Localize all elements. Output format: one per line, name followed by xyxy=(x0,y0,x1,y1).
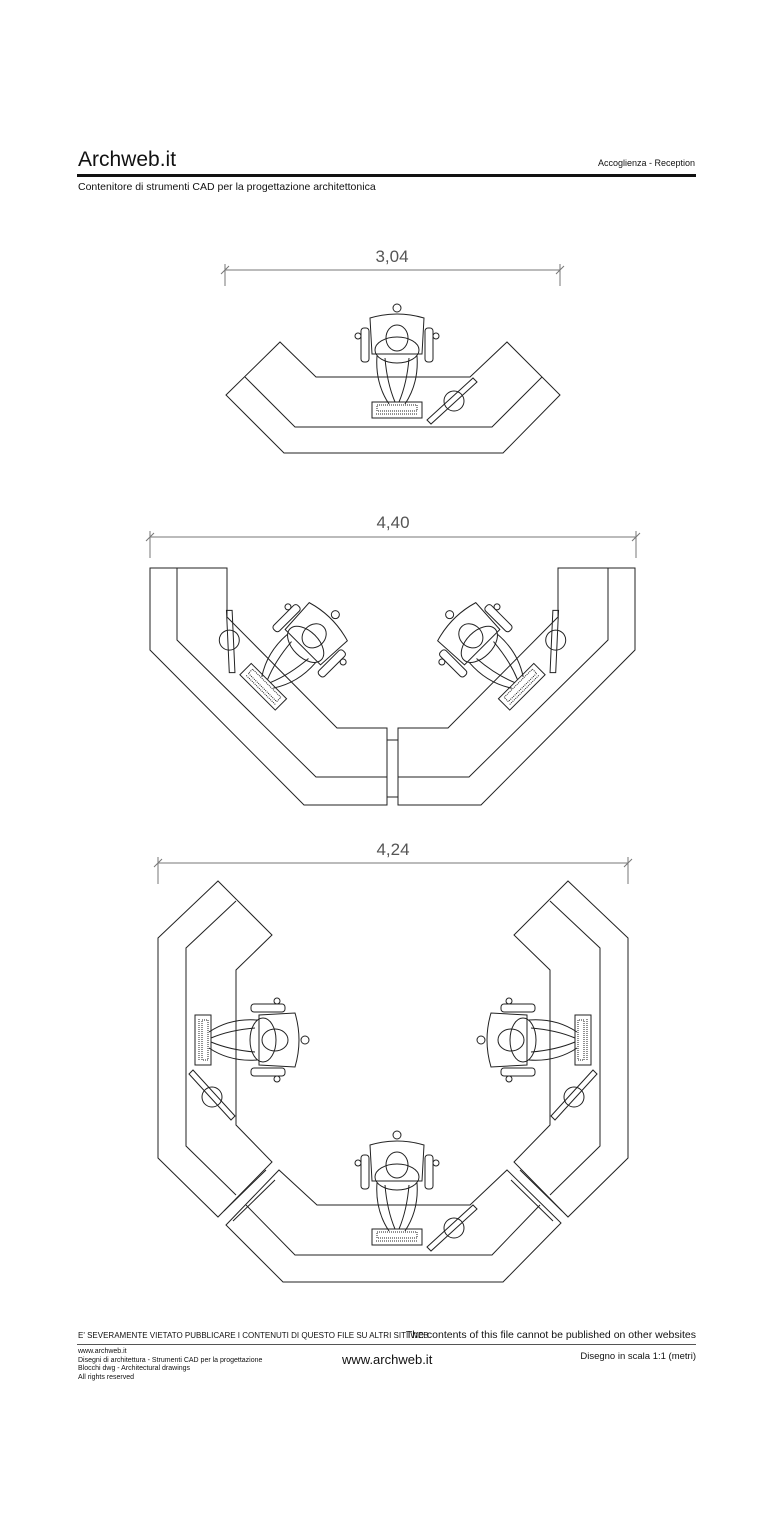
drawing-1: 3,04 xyxy=(220,247,565,454)
desk-right xyxy=(513,880,629,1218)
workstation-person xyxy=(354,1130,478,1252)
desk xyxy=(225,341,561,454)
footer-info-line: All rights reserved xyxy=(78,1373,135,1381)
section-title: Accoglienza - Reception xyxy=(597,158,695,168)
footer-info-line: Blocchi dwg - Architectural drawings xyxy=(78,1365,191,1372)
dimension-line xyxy=(153,857,633,884)
desk-inner-edge xyxy=(176,568,387,778)
workstation-person xyxy=(196,554,369,727)
footer-divider xyxy=(77,1344,696,1345)
desk-inner-edge xyxy=(398,568,609,778)
drawing-2: 4,40 xyxy=(145,513,641,806)
header-divider xyxy=(77,174,696,177)
footer-info-line[interactable]: www.archweb.it xyxy=(78,1348,127,1355)
workstation-person xyxy=(476,997,598,1121)
workstation-person xyxy=(188,997,310,1121)
desk-right xyxy=(397,567,636,806)
desk-inner-edge xyxy=(185,900,237,1196)
footer-info-line: Disegni di architettura - Strumenti CAD … xyxy=(78,1356,263,1364)
dimension-label: 4,24 xyxy=(376,840,409,859)
scale-note: Disegno in scala 1:1 (metri) xyxy=(580,1351,696,1362)
warning-english: The contents of this file cannot be publ… xyxy=(405,1329,696,1341)
drawing-3: 4,24 xyxy=(153,840,633,1283)
website-link[interactable]: www.archweb.it xyxy=(342,1352,433,1367)
desk-bottom xyxy=(225,1169,562,1283)
desk-connector xyxy=(386,739,399,798)
desk-left xyxy=(149,567,388,806)
dimension-label: 4,40 xyxy=(376,513,409,532)
dimension-label: 3,04 xyxy=(375,247,408,266)
desk-left xyxy=(157,880,273,1218)
desk-inner-edge xyxy=(549,900,601,1196)
warning-italian: E' SEVERAMENTE VIETATO PUBBLICARE I CONT… xyxy=(78,1331,429,1340)
dimension-line xyxy=(220,264,565,286)
dimension-line xyxy=(145,531,641,558)
brand-logo-text: Archweb.it xyxy=(78,148,177,171)
subtitle: Contenitore di strumenti CAD per la prog… xyxy=(78,181,376,193)
desk-connector xyxy=(223,1169,563,1222)
workstation-person xyxy=(354,303,478,425)
workstation-person xyxy=(416,554,589,727)
desk-inner-edge xyxy=(245,1204,541,1256)
footer-info: www.archweb.it Disegni di architettura -… xyxy=(78,1348,262,1382)
desk-inner-edge xyxy=(244,376,543,428)
